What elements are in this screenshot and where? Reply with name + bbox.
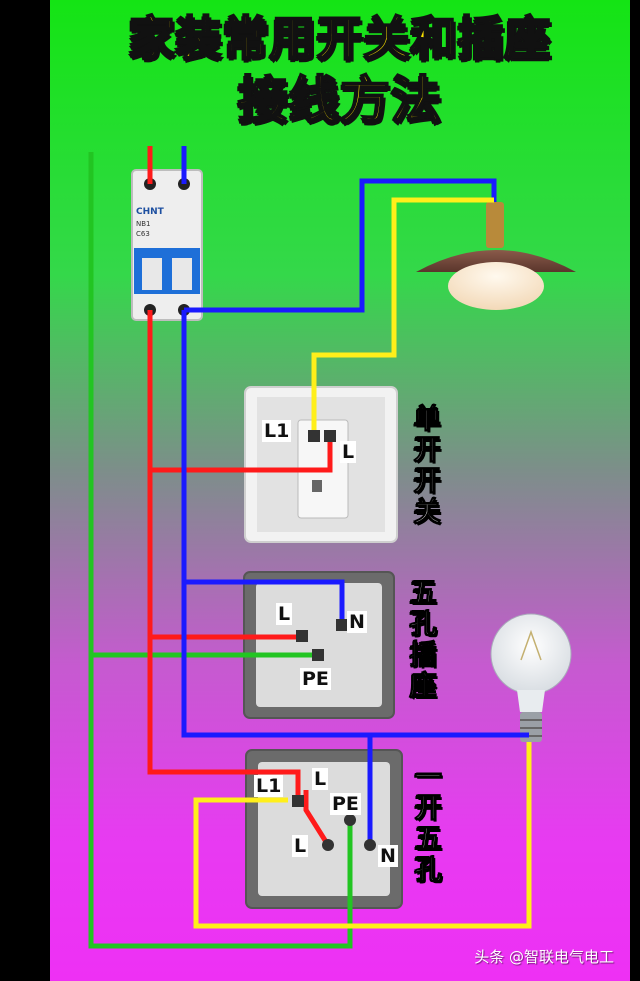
switch-panel <box>244 386 398 543</box>
circuit-breaker: CHNT NB1 C63 <box>131 169 203 321</box>
live-combo-jumper <box>303 790 331 847</box>
light-bulb <box>490 613 572 742</box>
combo-label: 一开五孔 <box>414 762 442 887</box>
combo-terminal-l-top: L <box>312 768 329 790</box>
breaker-rating: C63 <box>136 230 150 238</box>
neutral-main-wire <box>181 310 529 738</box>
terminal-dots <box>292 430 376 851</box>
combo-terminal-l1: L1 <box>254 775 284 797</box>
socket-label: 五孔插座 <box>409 578 437 703</box>
socket-terminal-n: N <box>347 611 367 633</box>
wiring-diagram: 家装常用开关和插座 接线方法 <box>50 0 630 981</box>
switched-lamp-wire <box>311 197 494 438</box>
combo-terminal-pe: PE <box>330 793 361 815</box>
title-line-1: 家装常用开关和插座 <box>128 10 552 66</box>
socket-panel <box>243 571 395 719</box>
combo-terminal-n: N <box>378 845 398 867</box>
breaker-brand: CHNT <box>136 207 165 217</box>
live-main-wire <box>147 310 301 800</box>
watermark: 头条 @智联电气电工 <box>474 948 614 966</box>
wiring-svg: CHNT NB1 C63 <box>88 146 576 949</box>
socket-terminal-l: L <box>276 603 293 625</box>
switched-bulb-wire <box>193 742 532 929</box>
earth-wire <box>88 152 353 949</box>
combo-terminal-l-bottom: L <box>292 835 309 857</box>
switch-terminal-l1: L1 <box>262 420 292 442</box>
live-switch-wire <box>150 438 333 473</box>
neutral-socket-wire <box>184 579 345 625</box>
pendant-lamp <box>416 202 576 310</box>
neutral-lamp-wire <box>184 178 497 313</box>
switch-terminal-l: L <box>340 441 357 463</box>
socket-terminal-pe: PE <box>300 668 331 690</box>
breaker-model: NB1 <box>136 220 151 228</box>
switch-label: 单开开关 <box>413 404 441 529</box>
title-line-2: 接线方法 <box>237 70 442 130</box>
